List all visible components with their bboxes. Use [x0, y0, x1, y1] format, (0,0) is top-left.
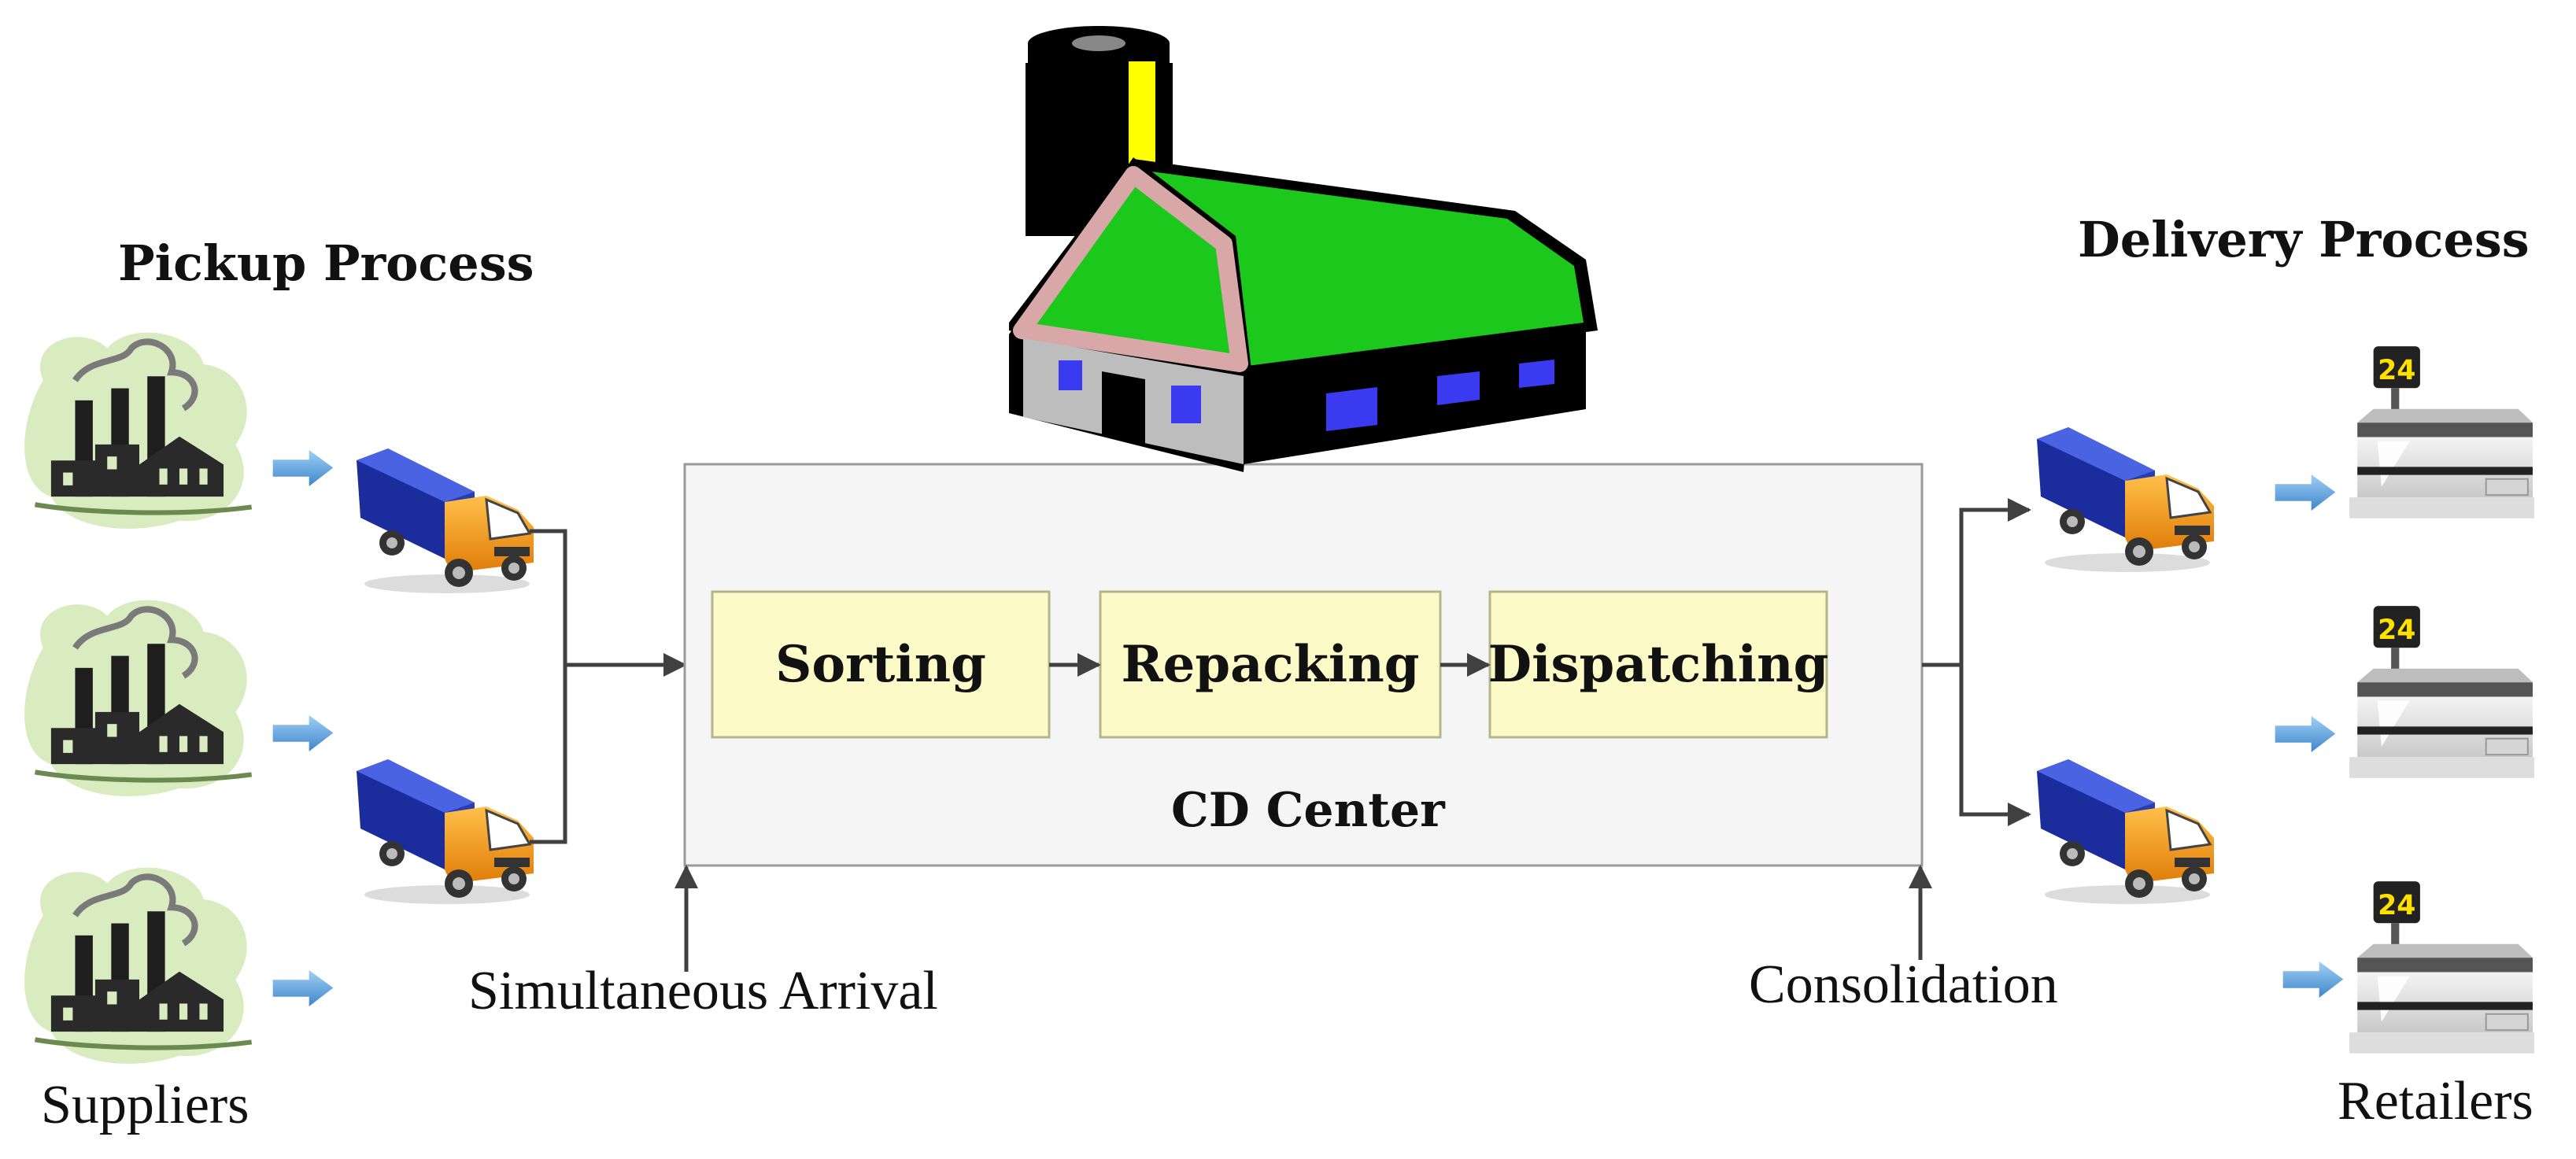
step-label-repacking: Repacking — [1121, 635, 1420, 694]
simultaneous-arrival-label: Simultaneous Arrival — [468, 961, 938, 1021]
suppliers-label: Suppliers — [41, 1075, 249, 1135]
arrow-right-icon — [272, 450, 334, 486]
pickup-truck-icon-2 — [357, 758, 535, 906]
retailer-store-icon-2 — [2349, 606, 2534, 779]
step-box-sorting — [711, 590, 1051, 739]
supplier-factory-icon-2 — [24, 600, 252, 796]
arrow-right-icon — [272, 715, 334, 751]
arrow-right-icon — [2275, 474, 2336, 511]
consolidation-label: Consolidation — [1749, 954, 2058, 1015]
retailer-store-icon-3 — [2349, 881, 2534, 1054]
step-box-repacking — [1099, 590, 1442, 739]
delivery-process-title: Delivery Process — [2078, 211, 2530, 268]
delivery-truck-icon-1 — [2037, 426, 2216, 574]
delivery-bracket — [1959, 508, 2027, 817]
retailers-label: Retailers — [2338, 1071, 2533, 1131]
pickup-truck-icon-1 — [357, 447, 535, 595]
retailer-store-icon-1 — [2349, 346, 2534, 519]
step-box-dispatching — [1488, 590, 1828, 739]
arrow-right-icon — [2275, 716, 2336, 752]
delivery-truck-icon-2 — [2037, 758, 2216, 906]
supplier-factory-icon-1 — [24, 333, 252, 529]
supplier-factory-icon-3 — [24, 868, 252, 1064]
arrow-right-icon — [2282, 962, 2344, 998]
cd-center-label: CD Center — [1171, 783, 1445, 838]
pickup-bracket — [530, 529, 567, 844]
pickup-process-title: Pickup Process — [118, 234, 534, 292]
step-label-dispatching: Dispatching — [1488, 635, 1829, 694]
warehouse-icon — [1009, 26, 1598, 472]
arrow-right-icon — [272, 970, 334, 1006]
step-label-sorting: Sorting — [775, 635, 986, 694]
